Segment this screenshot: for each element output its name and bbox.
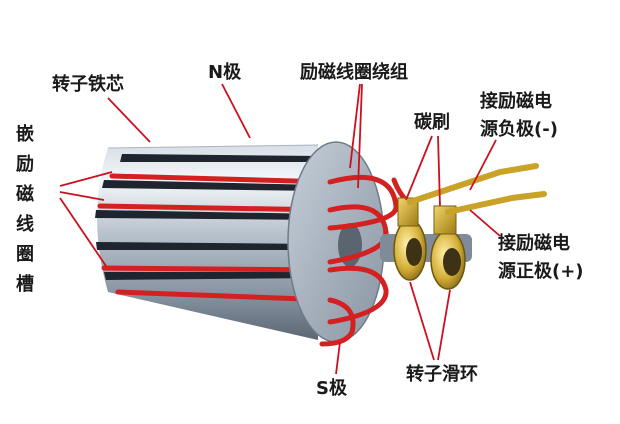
label-positive-terminal-line2: 源正极(+) xyxy=(498,261,584,282)
label-positive-terminal: 接励磁电 源正极(+) xyxy=(498,230,584,286)
coil-slots xyxy=(95,154,322,280)
label-rotor-core: 转子铁芯 xyxy=(52,74,124,95)
label-negative-terminal-line1: 接励磁电 xyxy=(480,91,552,112)
label-field-coil: 励磁线圈绕组 xyxy=(300,62,408,83)
label-n-pole: N极 xyxy=(208,62,242,83)
positive-terminal-lead xyxy=(445,191,547,215)
carbon-brush-1 xyxy=(397,197,419,227)
label-negative-terminal-line2: 源负极(-) xyxy=(480,119,558,140)
leader-lines xyxy=(59,83,501,375)
slip-ring-1 xyxy=(393,219,427,281)
label-negative-terminal: 接励磁电 源负极(-) xyxy=(480,88,558,144)
end-winding xyxy=(319,174,415,347)
label-carbon-brush: 碳刷 xyxy=(414,112,450,133)
label-s-pole: S极 xyxy=(316,378,347,399)
label-embedded-slot: 嵌励磁线圈槽 xyxy=(16,124,34,295)
label-slip-ring: 转子滑环 xyxy=(406,364,478,385)
label-positive-terminal-line1: 接励磁电 xyxy=(498,233,570,254)
slip-ring-2 xyxy=(430,230,466,290)
